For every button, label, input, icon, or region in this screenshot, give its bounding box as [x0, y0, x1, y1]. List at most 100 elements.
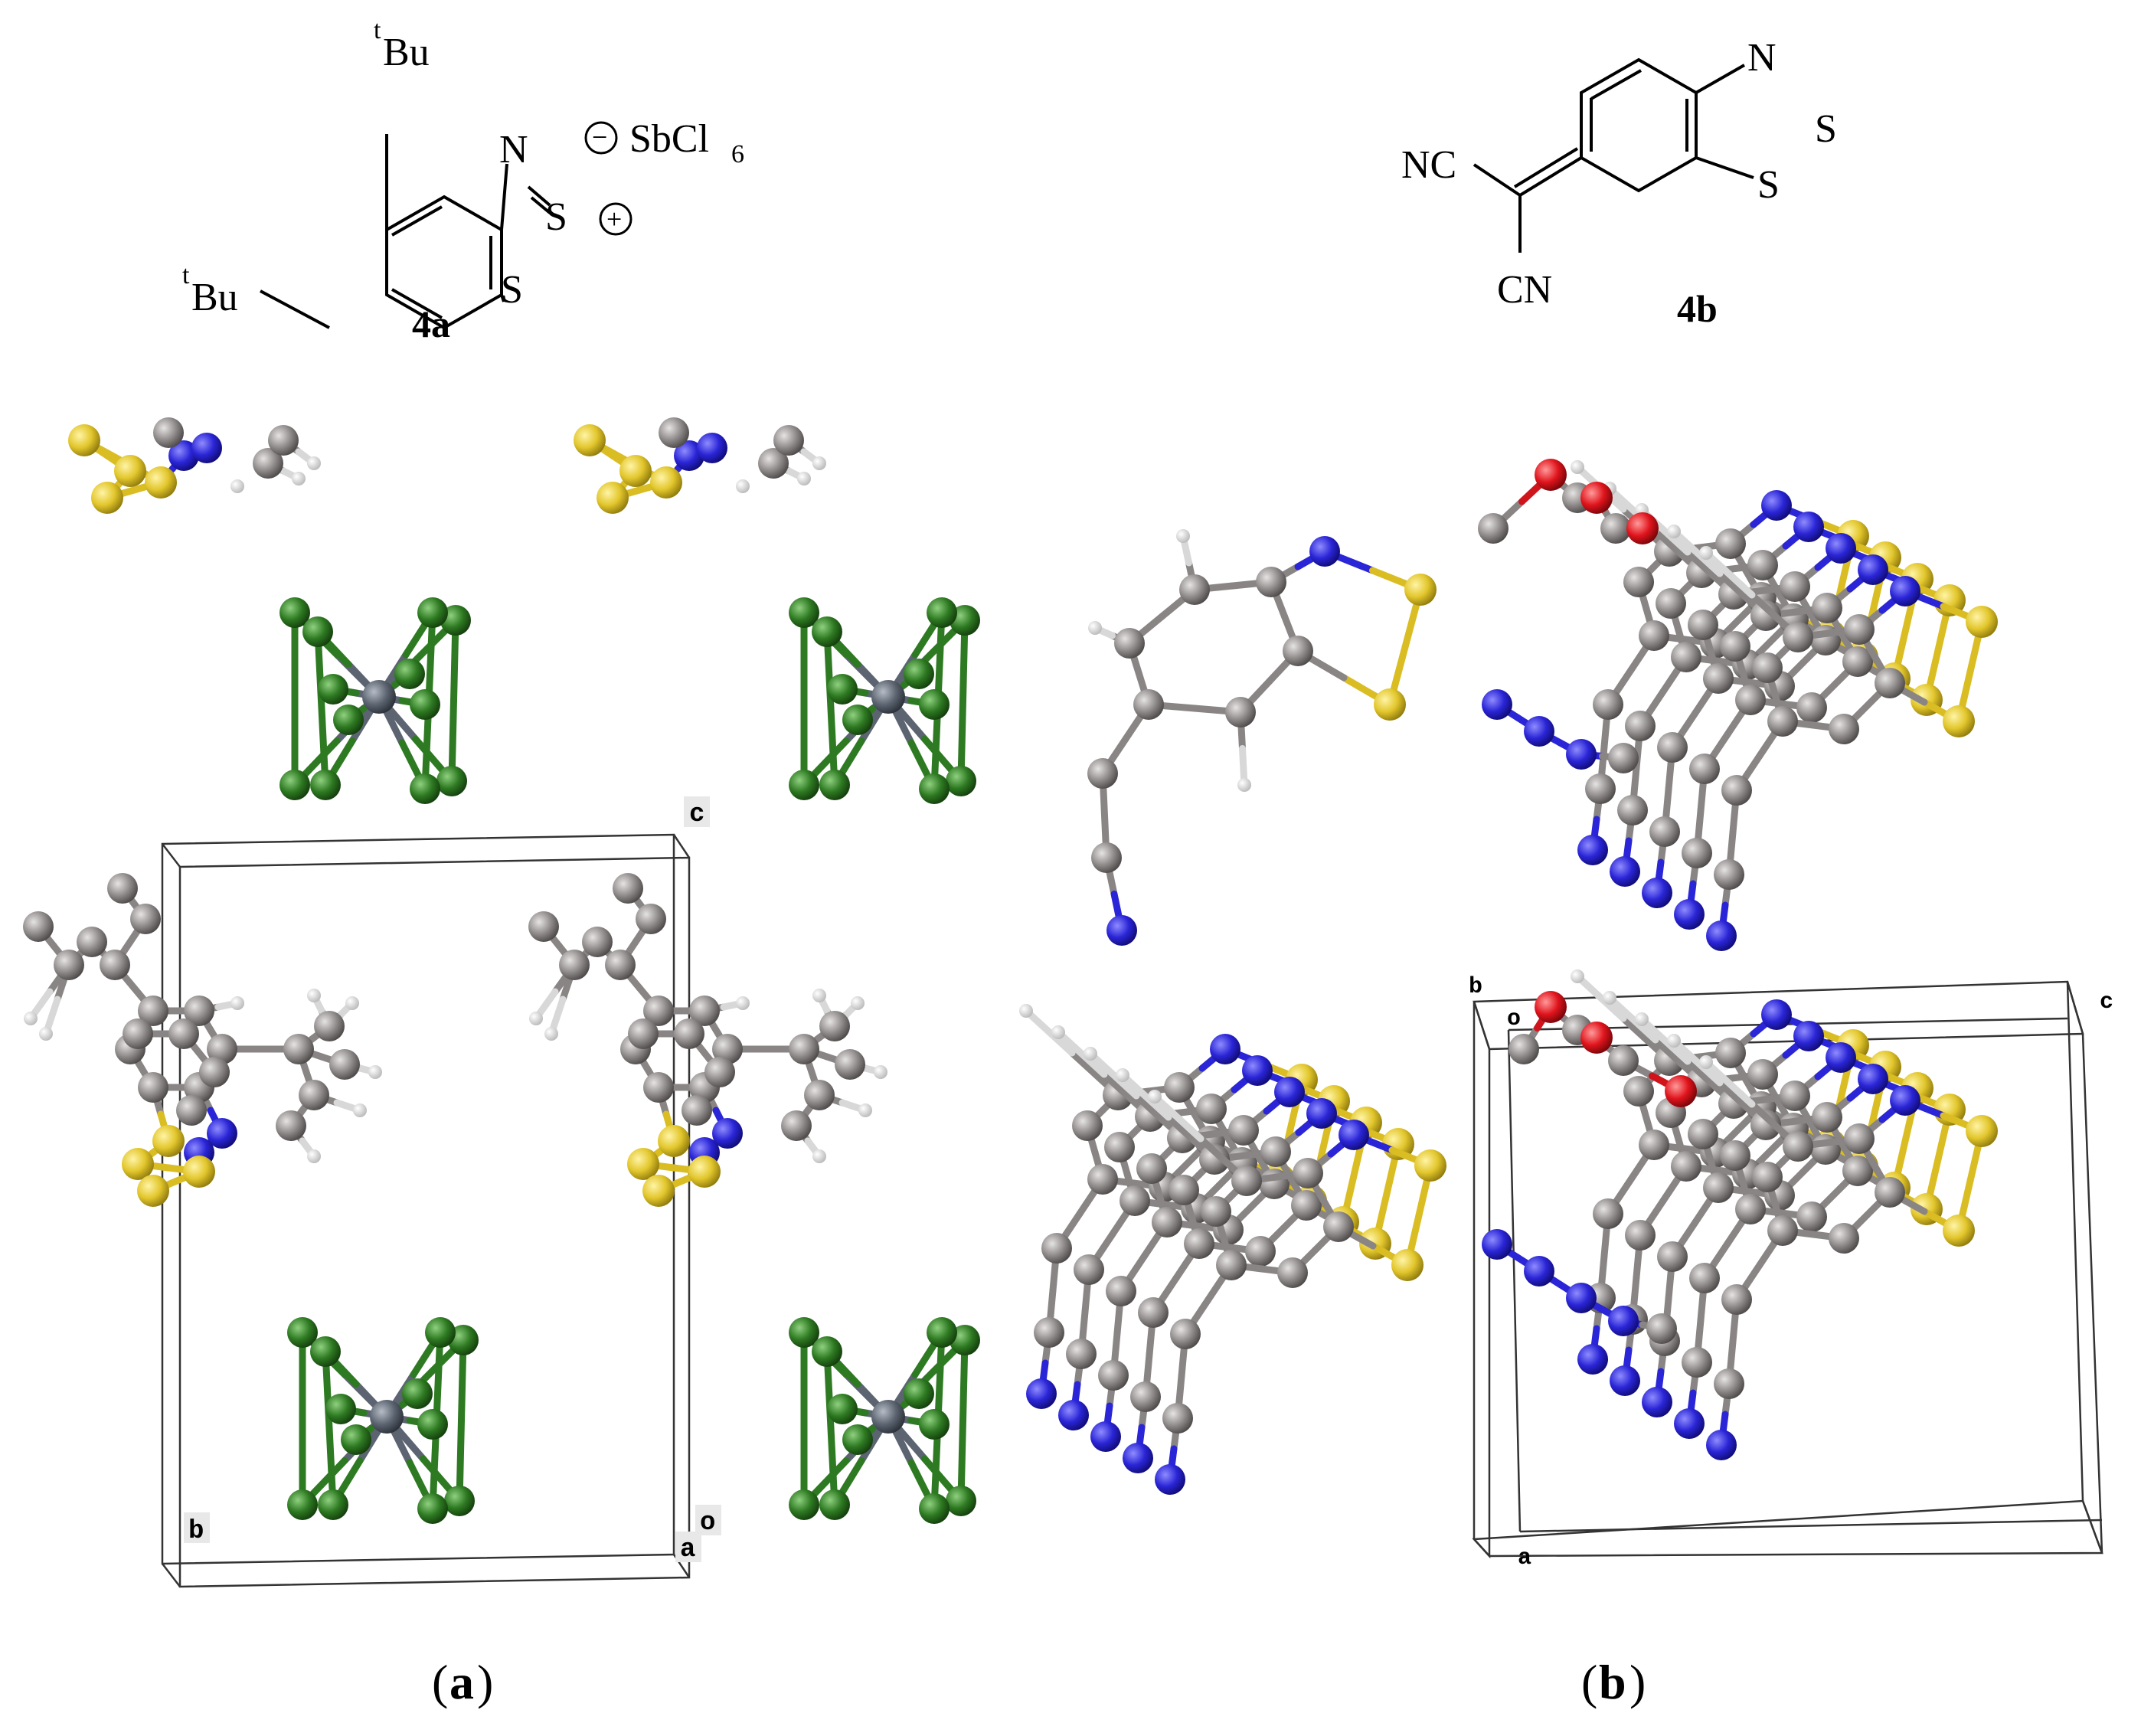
atom-cl: [279, 597, 310, 628]
atom-c: [1152, 1207, 1182, 1237]
compound-4a-label: 4a: [412, 302, 450, 345]
atom-h: [1051, 1025, 1065, 1039]
atom-c: [1120, 1185, 1150, 1216]
atom-cl: [919, 1493, 950, 1524]
bond: [1574, 973, 1627, 1022]
atom-c: [1593, 689, 1623, 720]
atom-c: [1735, 685, 1766, 715]
atom-n: [1524, 1256, 1554, 1286]
axis-a-box: [675, 1532, 701, 1562]
atom-c: [1245, 1236, 1276, 1267]
atom-s: [1943, 705, 1975, 737]
atom-c: [1875, 668, 1905, 698]
atom-c: [1812, 1102, 1842, 1133]
atom-c: [674, 1018, 704, 1049]
atom-h: [812, 456, 826, 470]
atom-c: [835, 1049, 865, 1080]
atom-s: [1374, 688, 1406, 721]
atom-c: [1625, 711, 1656, 741]
atom-h: [544, 1027, 558, 1041]
atom-cl: [919, 773, 950, 804]
minus-sign: −: [592, 122, 607, 152]
atom-c: [628, 1018, 659, 1049]
sbcl6-anion-2: [789, 597, 980, 804]
sulfur-bottom-label-4b: S: [1757, 163, 1780, 207]
atom-c: [1844, 1123, 1875, 1154]
bond: [1670, 1037, 1724, 1087]
atom-s: [1414, 1149, 1446, 1182]
atom-c: [1228, 1115, 1259, 1146]
atom-c: [1509, 1034, 1539, 1064]
atom-c: [253, 448, 283, 479]
atom-c: [314, 1011, 345, 1041]
atom-c: [276, 1110, 306, 1141]
atom-n: [1890, 576, 1920, 606]
atom-c: [329, 1049, 360, 1080]
bond: [1670, 528, 1724, 577]
atom-c: [1780, 1081, 1810, 1111]
atom-h: [1176, 529, 1190, 543]
atom-sb: [871, 1400, 905, 1434]
nitrile-row-bottom: [1482, 1229, 1677, 1344]
atom-n: [1826, 1042, 1856, 1073]
atom-cl: [333, 705, 364, 735]
atom-cl: [927, 597, 957, 628]
atom-c: [1623, 1076, 1654, 1107]
atom-h: [345, 996, 359, 1010]
atom-n: [1793, 512, 1824, 542]
ring-4b: [1580, 57, 1698, 193]
atom-c: [138, 1072, 168, 1103]
atom-h: [307, 1149, 321, 1163]
plus-charge-circle: [599, 202, 632, 236]
tbu-sup-top: t: [374, 16, 381, 44]
atom-cl: [842, 705, 873, 735]
cation-4a-right: [528, 873, 887, 1207]
atom-cl: [279, 770, 310, 800]
atom-h: [1084, 1047, 1097, 1061]
atom-c: [1715, 1038, 1746, 1068]
atom-n: [1642, 1387, 1672, 1417]
stack-4b-top: [1571, 460, 1998, 951]
atom-c: [704, 1057, 735, 1087]
atom-c: [1703, 663, 1734, 694]
atom-c: [54, 950, 84, 980]
nitrogen-label-4b: N: [1747, 36, 1777, 80]
cell-axis-labels-b: b o c a: [1469, 974, 2113, 1571]
axis-b-label-a: b: [188, 1517, 204, 1546]
compound-4b-label: 4b: [1677, 287, 1718, 330]
atom-c: [168, 1018, 199, 1049]
atom-cl: [904, 659, 934, 689]
atom-c: [1277, 1257, 1308, 1288]
atom-c: [1260, 1136, 1291, 1167]
atom-c: [1842, 1156, 1873, 1186]
tbu-top-label: Bu: [383, 31, 430, 74]
atom-c: [1752, 1162, 1783, 1192]
atom-c: [1720, 1140, 1750, 1171]
atom-cl: [417, 1493, 448, 1524]
bond: [1054, 1028, 1108, 1078]
atom-c: [1657, 1241, 1688, 1272]
atom-n: [1858, 554, 1888, 585]
plus-sign: +: [606, 204, 622, 234]
atom-s: [1966, 1115, 1998, 1147]
atom-cl: [904, 1378, 934, 1409]
axis-o-box: [695, 1505, 721, 1535]
atom-c: [1703, 1172, 1734, 1203]
panel-b-letter: b: [1599, 1655, 1626, 1709]
atom-c: [1617, 795, 1648, 825]
atom-c: [283, 1034, 314, 1064]
panel-b-close: ): [1629, 1655, 1646, 1709]
solvent-bottom: [1509, 991, 1697, 1107]
atom-sb: [871, 680, 905, 714]
panel-labels: ( a ) ( b ): [432, 1655, 1646, 1709]
atom-c: [100, 950, 130, 980]
bond: [1087, 1050, 1140, 1100]
atom-s: [1391, 1249, 1424, 1281]
axis-o-label-b: o: [1507, 1006, 1521, 1032]
atom-c: [1688, 610, 1718, 640]
atom-h: [1148, 1090, 1162, 1103]
atom-c: [1646, 1313, 1677, 1344]
atom-cl: [287, 1317, 318, 1348]
atom-cl: [410, 773, 440, 804]
